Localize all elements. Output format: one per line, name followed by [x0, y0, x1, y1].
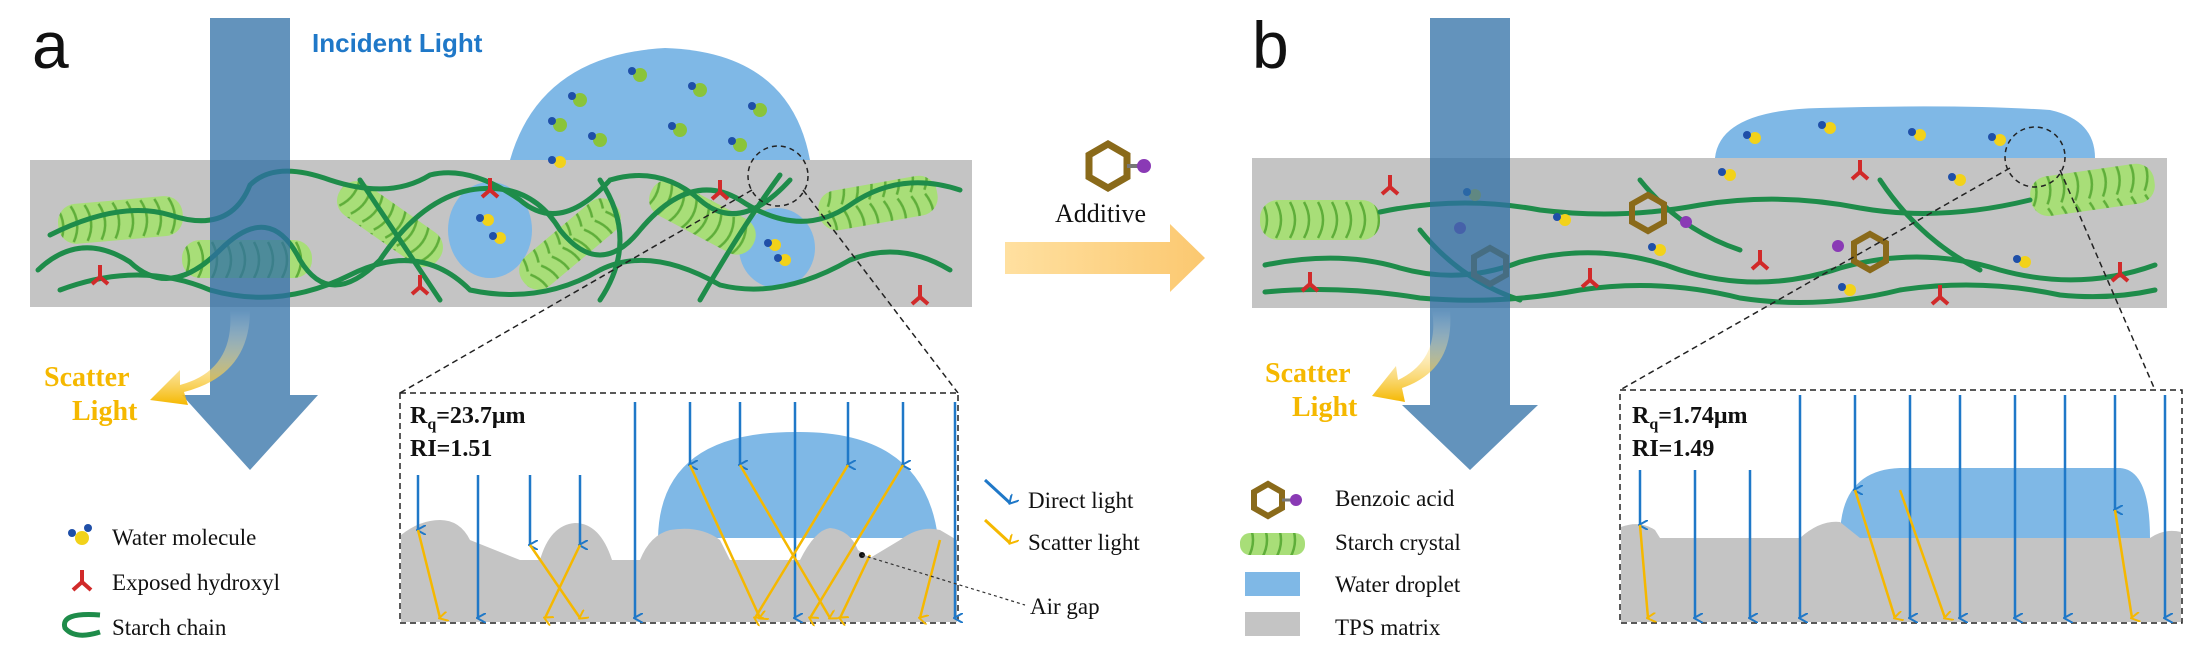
benzoic-acid-icon-middle	[1085, 139, 1151, 193]
rq-label-a: Rq=23.7μm	[410, 403, 526, 433]
legend-water-molecule-icon	[68, 524, 92, 545]
legend-benzoic-acid: Benzoic acid	[1335, 486, 1455, 511]
zoom-line	[1619, 167, 2011, 391]
scatter-light-label: Scatter light	[1028, 530, 1140, 555]
scatter-light-arrow-b	[1372, 310, 1451, 402]
legend-hydroxyl-icon	[71, 570, 93, 592]
direct-light-rays-a	[418, 402, 955, 618]
legend-starch-chain: Starch chain	[112, 615, 227, 640]
legend-starch-crystal: Starch crystal	[1335, 530, 1461, 555]
scatter-label-b-line1: Scatter	[1265, 358, 1351, 389]
additive-transition: Additive	[1005, 139, 1205, 292]
zoom-line	[802, 189, 959, 394]
legend-water-droplet-icon	[1245, 572, 1300, 596]
scatter-label-line2: Light	[72, 396, 138, 427]
surface-water-droplet	[510, 48, 810, 160]
panel-b: b	[1240, 8, 2183, 640]
zoom-line	[399, 189, 753, 394]
scatter-light-rays-b	[1638, 489, 2132, 618]
air-gap-leader	[861, 554, 1026, 606]
ri-label-b: RI=1.49	[1632, 436, 1714, 462]
additive-arrow	[1005, 224, 1205, 292]
hydroxyls-b	[1300, 160, 2130, 306]
water-pocket	[448, 182, 532, 278]
zoom-circle-a	[747, 145, 809, 207]
water-molecules-b	[1463, 121, 2031, 296]
panel-b-letter: b	[1252, 8, 1289, 82]
legend-water-molecule: Water molecule	[112, 525, 256, 550]
rq-label-b: Rq=1.74μm	[1632, 403, 1748, 433]
incident-light-beam-a	[182, 18, 318, 470]
legend-water-droplet: Water droplet	[1335, 572, 1461, 597]
additive-label: Additive	[1055, 199, 1146, 228]
legend-starch-crystal-icon	[1240, 533, 1305, 555]
legend-starch-chain-icon	[61, 612, 101, 638]
tps-film-b	[1252, 158, 2167, 308]
scatter-label-line1: Scatter	[44, 362, 130, 393]
starch-crystals-b	[1260, 163, 2155, 240]
incident-light-label: Incident Light	[312, 28, 483, 58]
ri-label-a: RI=1.51	[410, 436, 492, 462]
scatter-label-b-line2: Light	[1292, 392, 1358, 423]
legend-benzoic-acid-icon	[1251, 480, 1302, 520]
scatter-light-key	[983, 518, 1010, 543]
water-molecules-a	[476, 67, 791, 266]
air-gap-label: Air gap	[1030, 594, 1100, 619]
surface-water-droplet-flat	[1715, 106, 2095, 158]
zoom-circle-b	[2004, 126, 2066, 188]
direct-light-key	[983, 478, 1010, 503]
panel-a: a	[30, 8, 1140, 640]
scatter-light-rays-a	[416, 464, 942, 618]
inset-a: Rq=23.7μm RI=1.51	[399, 392, 958, 623]
inset-b: Rq=1.74μm RI=1.49	[1619, 389, 2183, 624]
legend-tps-matrix: TPS matrix	[1335, 615, 1441, 640]
direct-light-rays-b	[1640, 395, 2165, 618]
legend-exposed-hydroxyl: Exposed hydroxyl	[112, 570, 280, 595]
direct-light-label: Direct light	[1028, 488, 1134, 513]
hydroxyls-a	[90, 178, 930, 306]
scatter-light-arrow-a	[150, 310, 250, 405]
legend-tps-matrix-icon	[1245, 612, 1300, 636]
panel-a-letter: a	[32, 8, 69, 82]
